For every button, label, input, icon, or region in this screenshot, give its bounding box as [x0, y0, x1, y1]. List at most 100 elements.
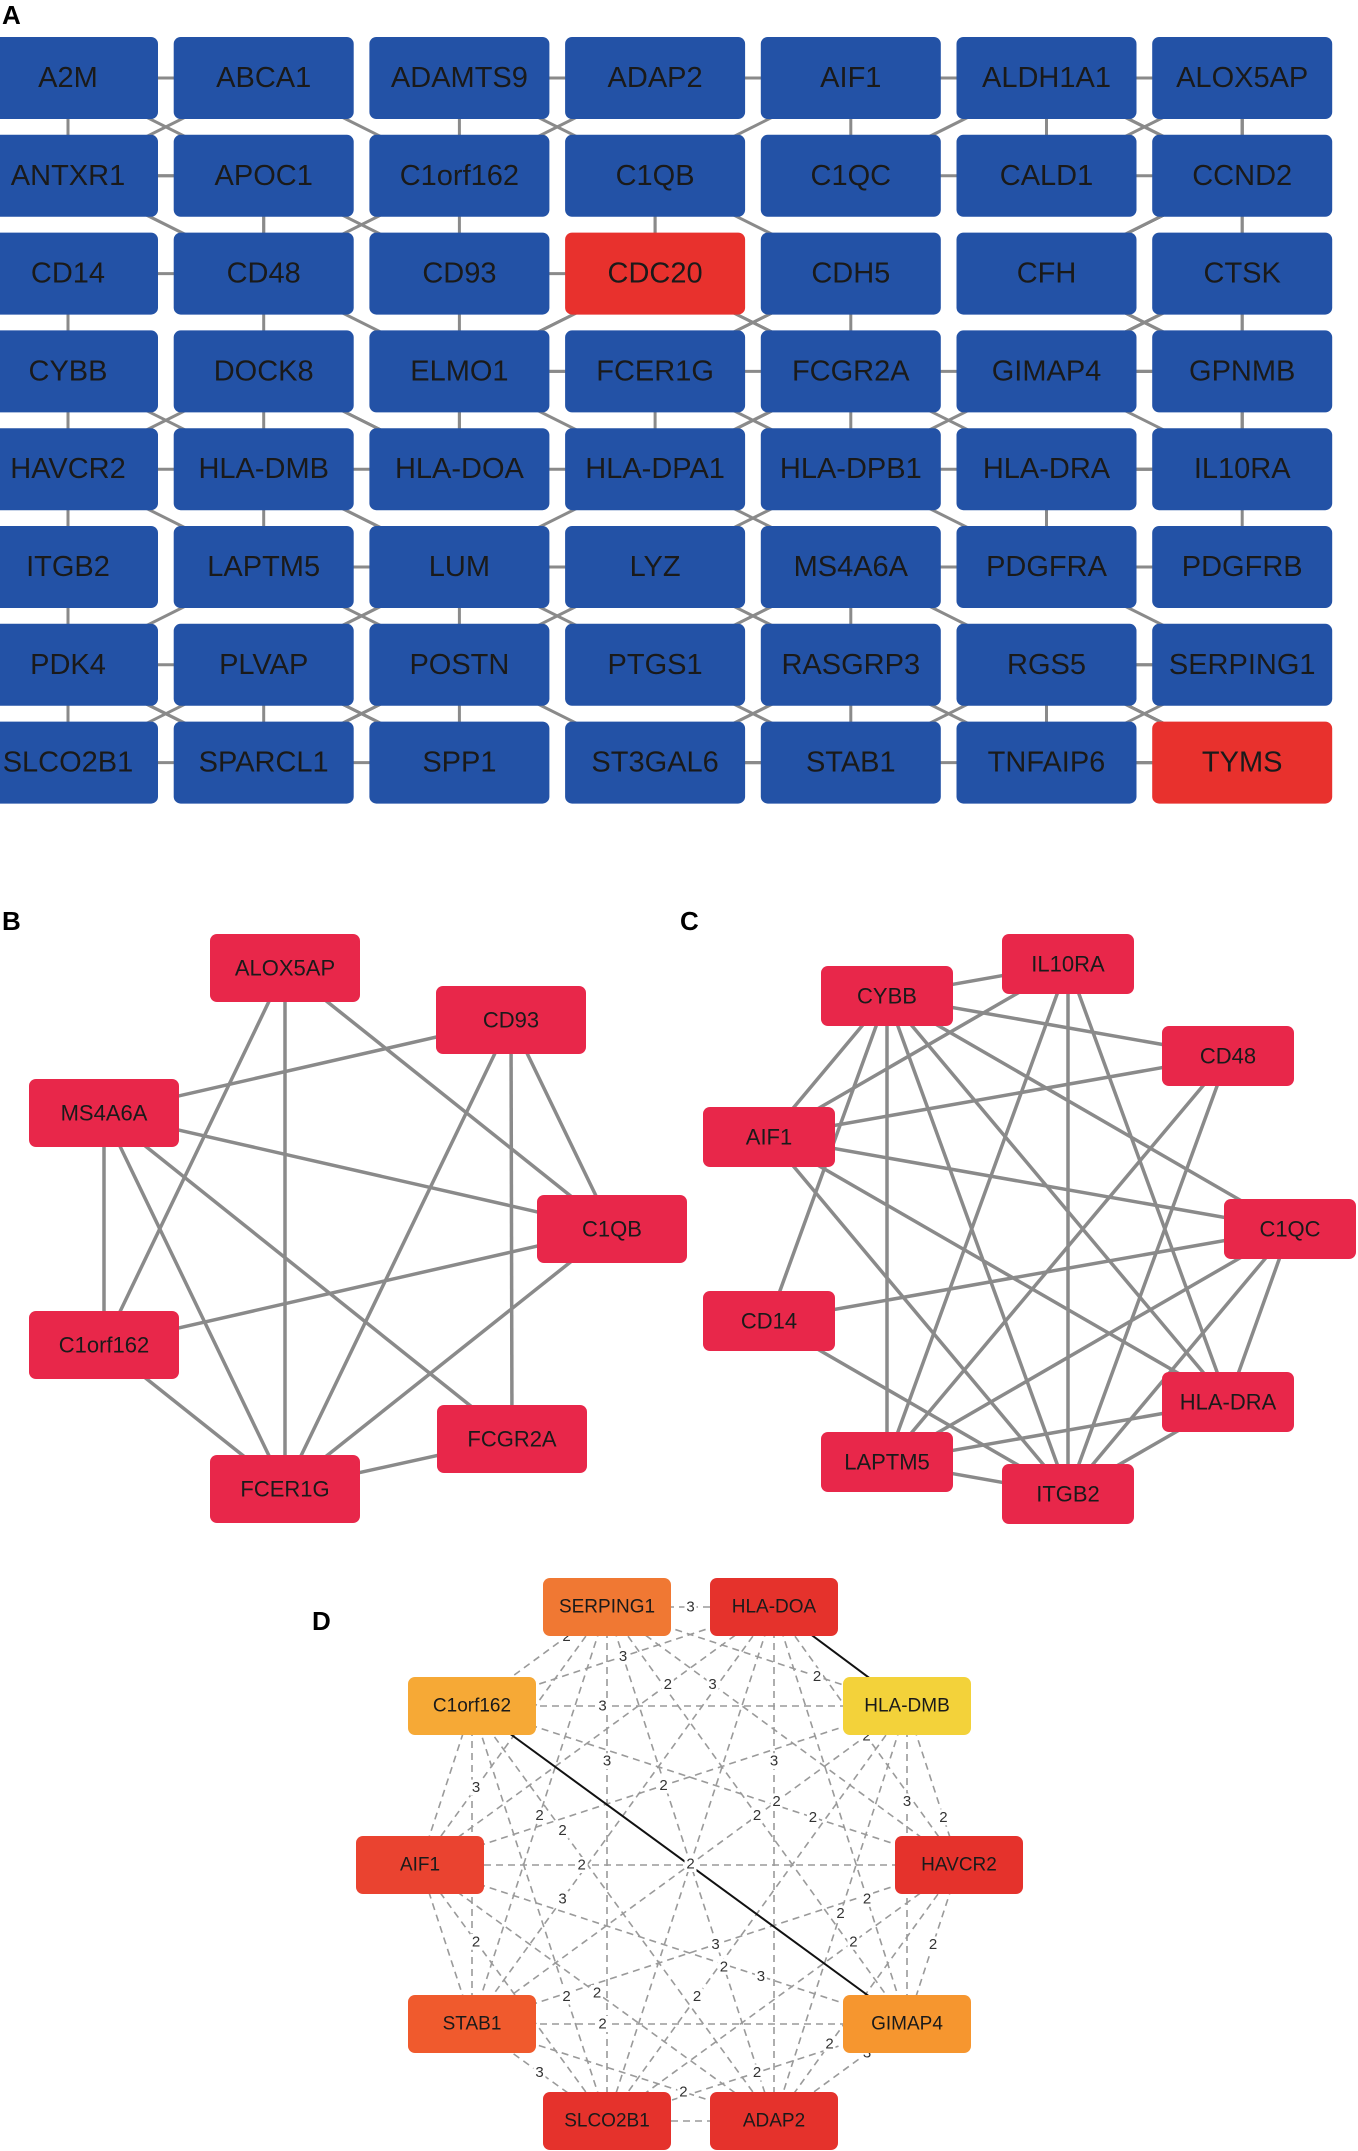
panel-a-node-hla-dmb: HLA-DMB [173, 428, 354, 511]
panel-d-weight-label: 2 [753, 2064, 761, 2081]
panel-d-weight-label: 2 [720, 1958, 728, 1975]
panel-b-node-box [537, 1195, 687, 1263]
panel-a-node-box [565, 428, 746, 511]
panel-a-node-abca1: ABCA1 [173, 37, 354, 119]
panel-b-edge [509, 1019, 614, 1230]
panel-d-dashed-edge [419, 1606, 775, 1866]
panel-d-dashed-edge [773, 1606, 908, 2025]
panel-a-node-hla-dpa1: HLA-DPA1 [565, 428, 746, 511]
panel-d-dashed-edge [471, 1705, 960, 1866]
panel-c-node-cd14: CD14 [703, 1291, 835, 1351]
panel-d-weight-bg [617, 1648, 629, 1665]
panel-d-weight-bg [861, 1890, 874, 1907]
panel-b-node-label: FCER1G [240, 1477, 329, 1502]
panel-a-node-serping1: SERPING1 [1152, 623, 1333, 706]
panel-d-weight-label: 2 [578, 1857, 586, 1874]
panel-c-node-label: CD14 [741, 1309, 797, 1334]
panel-c-node-box [1224, 1199, 1356, 1259]
panel-b-node-alox5ap: ALOX5AP [210, 934, 360, 1002]
panel-b-node-box [210, 934, 360, 1002]
panel-d-node-label: ADAP2 [743, 2111, 805, 2132]
panel-d-weight-bg [823, 2036, 836, 2053]
panel-a-node-label: CFH [1017, 258, 1077, 290]
panel-b-node-fcer1g: FCER1G [210, 1455, 360, 1523]
panel-d-weight-label: 2 [562, 1628, 570, 1645]
panel-c-edge [886, 1227, 1291, 1464]
panel-a-node-box [173, 232, 354, 315]
panel-d-node-gimap4: GIMAP4 [843, 1995, 971, 2053]
panel-d-weight-label: 3 [757, 1968, 765, 1985]
panel-d-node-box [895, 1836, 1023, 1894]
panel-d-weight-label: 3 [619, 1648, 627, 1665]
panel-a-node-box [1152, 623, 1333, 706]
panel-a-node-label: PDK4 [30, 649, 106, 681]
panel-c-node-cybb: CYBB [821, 966, 953, 1026]
panel-a-node-pdgfra: PDGFRA [956, 526, 1137, 608]
panel-d-weight-bg [470, 1933, 483, 1950]
panel-d-weight-label: 2 [929, 1936, 937, 1953]
panel-a-node-elmo1: ELMO1 [369, 330, 550, 413]
panel-d-weight-label: 2 [863, 1890, 871, 1907]
panel-d-weight-bg [770, 1793, 783, 1810]
panel-d-node-box [408, 1677, 536, 1735]
panel-d-weight-bg [470, 1779, 483, 1796]
panel-a-node-ccnd2: CCND2 [1152, 134, 1333, 217]
panel-a-node-box [956, 623, 1137, 706]
panel-a-node-box [956, 721, 1137, 804]
panel-a-node-cdc20: CDC20 [565, 232, 746, 315]
panel-d-weight-label: 2 [809, 1809, 817, 1826]
panel-a-node-itgb2: ITGB2 [0, 526, 158, 608]
panel-a-node-box [760, 526, 941, 608]
panel-d-weight-bg [661, 1676, 674, 1693]
panel-a-node-label: GPNMB [1189, 355, 1295, 387]
panel-a-node-label: SPARCL1 [199, 747, 329, 779]
panel-c-node-box [1002, 934, 1134, 994]
panel-a-node-label: ELMO1 [410, 355, 508, 387]
panel-a-node-label: POSTN [409, 649, 509, 681]
panel-a-node-box [0, 526, 158, 608]
panel-a-node-box [565, 134, 746, 217]
panel-d-weight-label: 2 [535, 1807, 543, 1824]
panel-d-weight-label: 3 [711, 1936, 719, 1953]
panel-d-weight-bg [533, 2064, 546, 2081]
panel-d-weight-label: 2 [772, 1793, 780, 1810]
panel-a-node-box [1152, 721, 1333, 804]
panel-a-node-label: ANTXR1 [11, 160, 125, 192]
panel-d-weight-label: 2 [813, 1668, 821, 1685]
panel-a-node-label: PLVAP [219, 649, 308, 681]
panel-a-node-label: HAVCR2 [10, 453, 126, 485]
panel-a-node-c1qb: C1QB [565, 134, 746, 217]
panel-a-node-box [369, 623, 550, 706]
panel-d-dashed-edge [471, 1705, 775, 2122]
panel-b-node-box [437, 1405, 587, 1473]
panel-d-node-box [356, 1836, 484, 1894]
panel-a-node-cd14: CD14 [0, 232, 158, 315]
panel-a-node-aldh1a1: ALDH1A1 [956, 37, 1137, 119]
panel-d-node-box [843, 1677, 971, 1735]
panel-c-node-laptm5: LAPTM5 [821, 1432, 953, 1492]
panel-a-node-fcgr2a: FCGR2A [760, 330, 941, 413]
panel-a-node-label: ALOX5AP [1176, 62, 1308, 94]
panel-d-weight-bg [591, 1985, 603, 2001]
panel-a-node-box [369, 721, 550, 804]
panel-c-node-box [1162, 1026, 1294, 1086]
panel-d-node-slco2b1: SLCO2B1 [543, 2092, 671, 2150]
panel-a-node-gimap4: GIMAP4 [956, 330, 1137, 413]
panel-b-edge [103, 1227, 613, 1347]
panel-b-node-label: C1orf162 [59, 1333, 150, 1358]
panel-a-node-box [565, 721, 746, 804]
panel-a-node-c1orf162: C1orf162 [369, 134, 550, 217]
panel-a-node-label: DOCK8 [214, 355, 314, 387]
panel-a-node-box [0, 37, 158, 119]
panel-c-node-box [821, 966, 953, 1026]
panel-d-weight-label: 2 [836, 1905, 844, 1922]
panel-d-weight-label: 3 [535, 2064, 543, 2081]
panel-a-node-box [1152, 37, 1333, 119]
panel-c-edge [1066, 1227, 1292, 1496]
panel-a-node-label: SLCO2B1 [3, 747, 134, 779]
panel-a-node-label: RASGRP3 [781, 649, 920, 681]
panel-a-node-box [369, 330, 550, 413]
panel-d-node-label: HAVCR2 [921, 1855, 997, 1876]
panel-c-node-box [1162, 1372, 1294, 1432]
